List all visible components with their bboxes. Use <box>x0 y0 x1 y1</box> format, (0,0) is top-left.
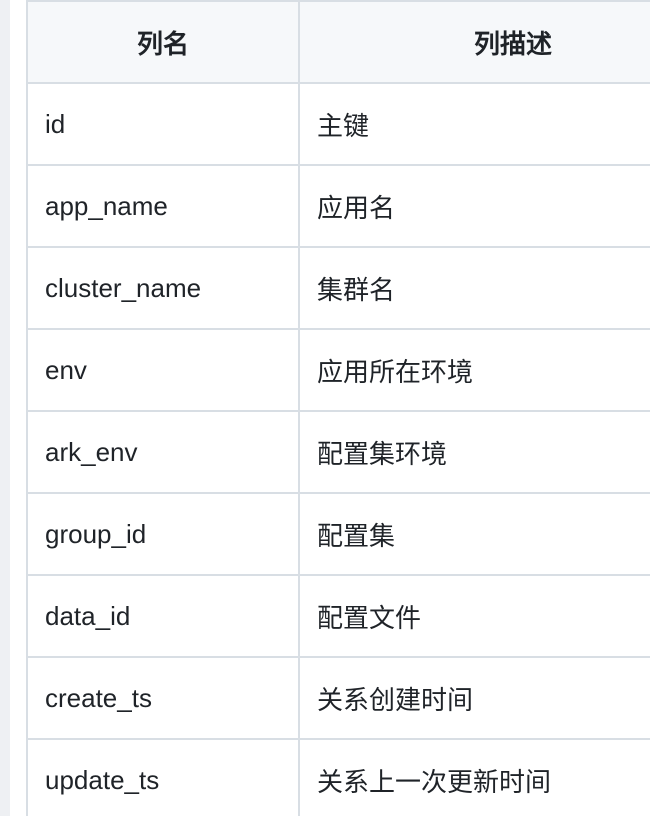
cell-column-name: app_name <box>26 164 300 248</box>
table-header-row: 列名 列描述 <box>26 0 650 84</box>
table-row: update_ts 关系上一次更新时间 <box>26 738 650 816</box>
cell-column-name: create_ts <box>26 656 300 740</box>
table-row: app_name 应用名 <box>26 164 650 248</box>
left-gutter <box>0 0 10 816</box>
cell-column-description: 应用所在环境 <box>298 328 650 412</box>
table-row: env 应用所在环境 <box>26 328 650 412</box>
cell-column-description: 配置集 <box>298 492 650 576</box>
cell-column-description: 配置集环境 <box>298 410 650 494</box>
table-row: cluster_name 集群名 <box>26 246 650 330</box>
table-row: id 主键 <box>26 82 650 166</box>
cell-column-name: ark_env <box>26 410 300 494</box>
cell-column-description: 配置文件 <box>298 574 650 658</box>
cell-column-name: id <box>26 82 300 166</box>
table-row: group_id 配置集 <box>26 492 650 576</box>
table-container: 列名 列描述 id 主键 app_name 应用名 cluster_name 集… <box>26 0 650 816</box>
cell-column-description: 集群名 <box>298 246 650 330</box>
cell-column-name: data_id <box>26 574 300 658</box>
column-description-table: 列名 列描述 id 主键 app_name 应用名 cluster_name 集… <box>26 0 650 816</box>
cell-column-name: group_id <box>26 492 300 576</box>
cell-column-description: 关系创建时间 <box>298 656 650 740</box>
cell-column-name: env <box>26 328 300 412</box>
cell-column-description: 应用名 <box>298 164 650 248</box>
table-row: data_id 配置文件 <box>26 574 650 658</box>
cell-column-description: 关系上一次更新时间 <box>298 738 650 816</box>
header-column-description: 列描述 <box>298 0 650 84</box>
cell-column-description: 主键 <box>298 82 650 166</box>
cell-column-name: update_ts <box>26 738 300 816</box>
header-column-name: 列名 <box>26 0 300 84</box>
cell-column-name: cluster_name <box>26 246 300 330</box>
table-row: create_ts 关系创建时间 <box>26 656 650 740</box>
table-row: ark_env 配置集环境 <box>26 410 650 494</box>
